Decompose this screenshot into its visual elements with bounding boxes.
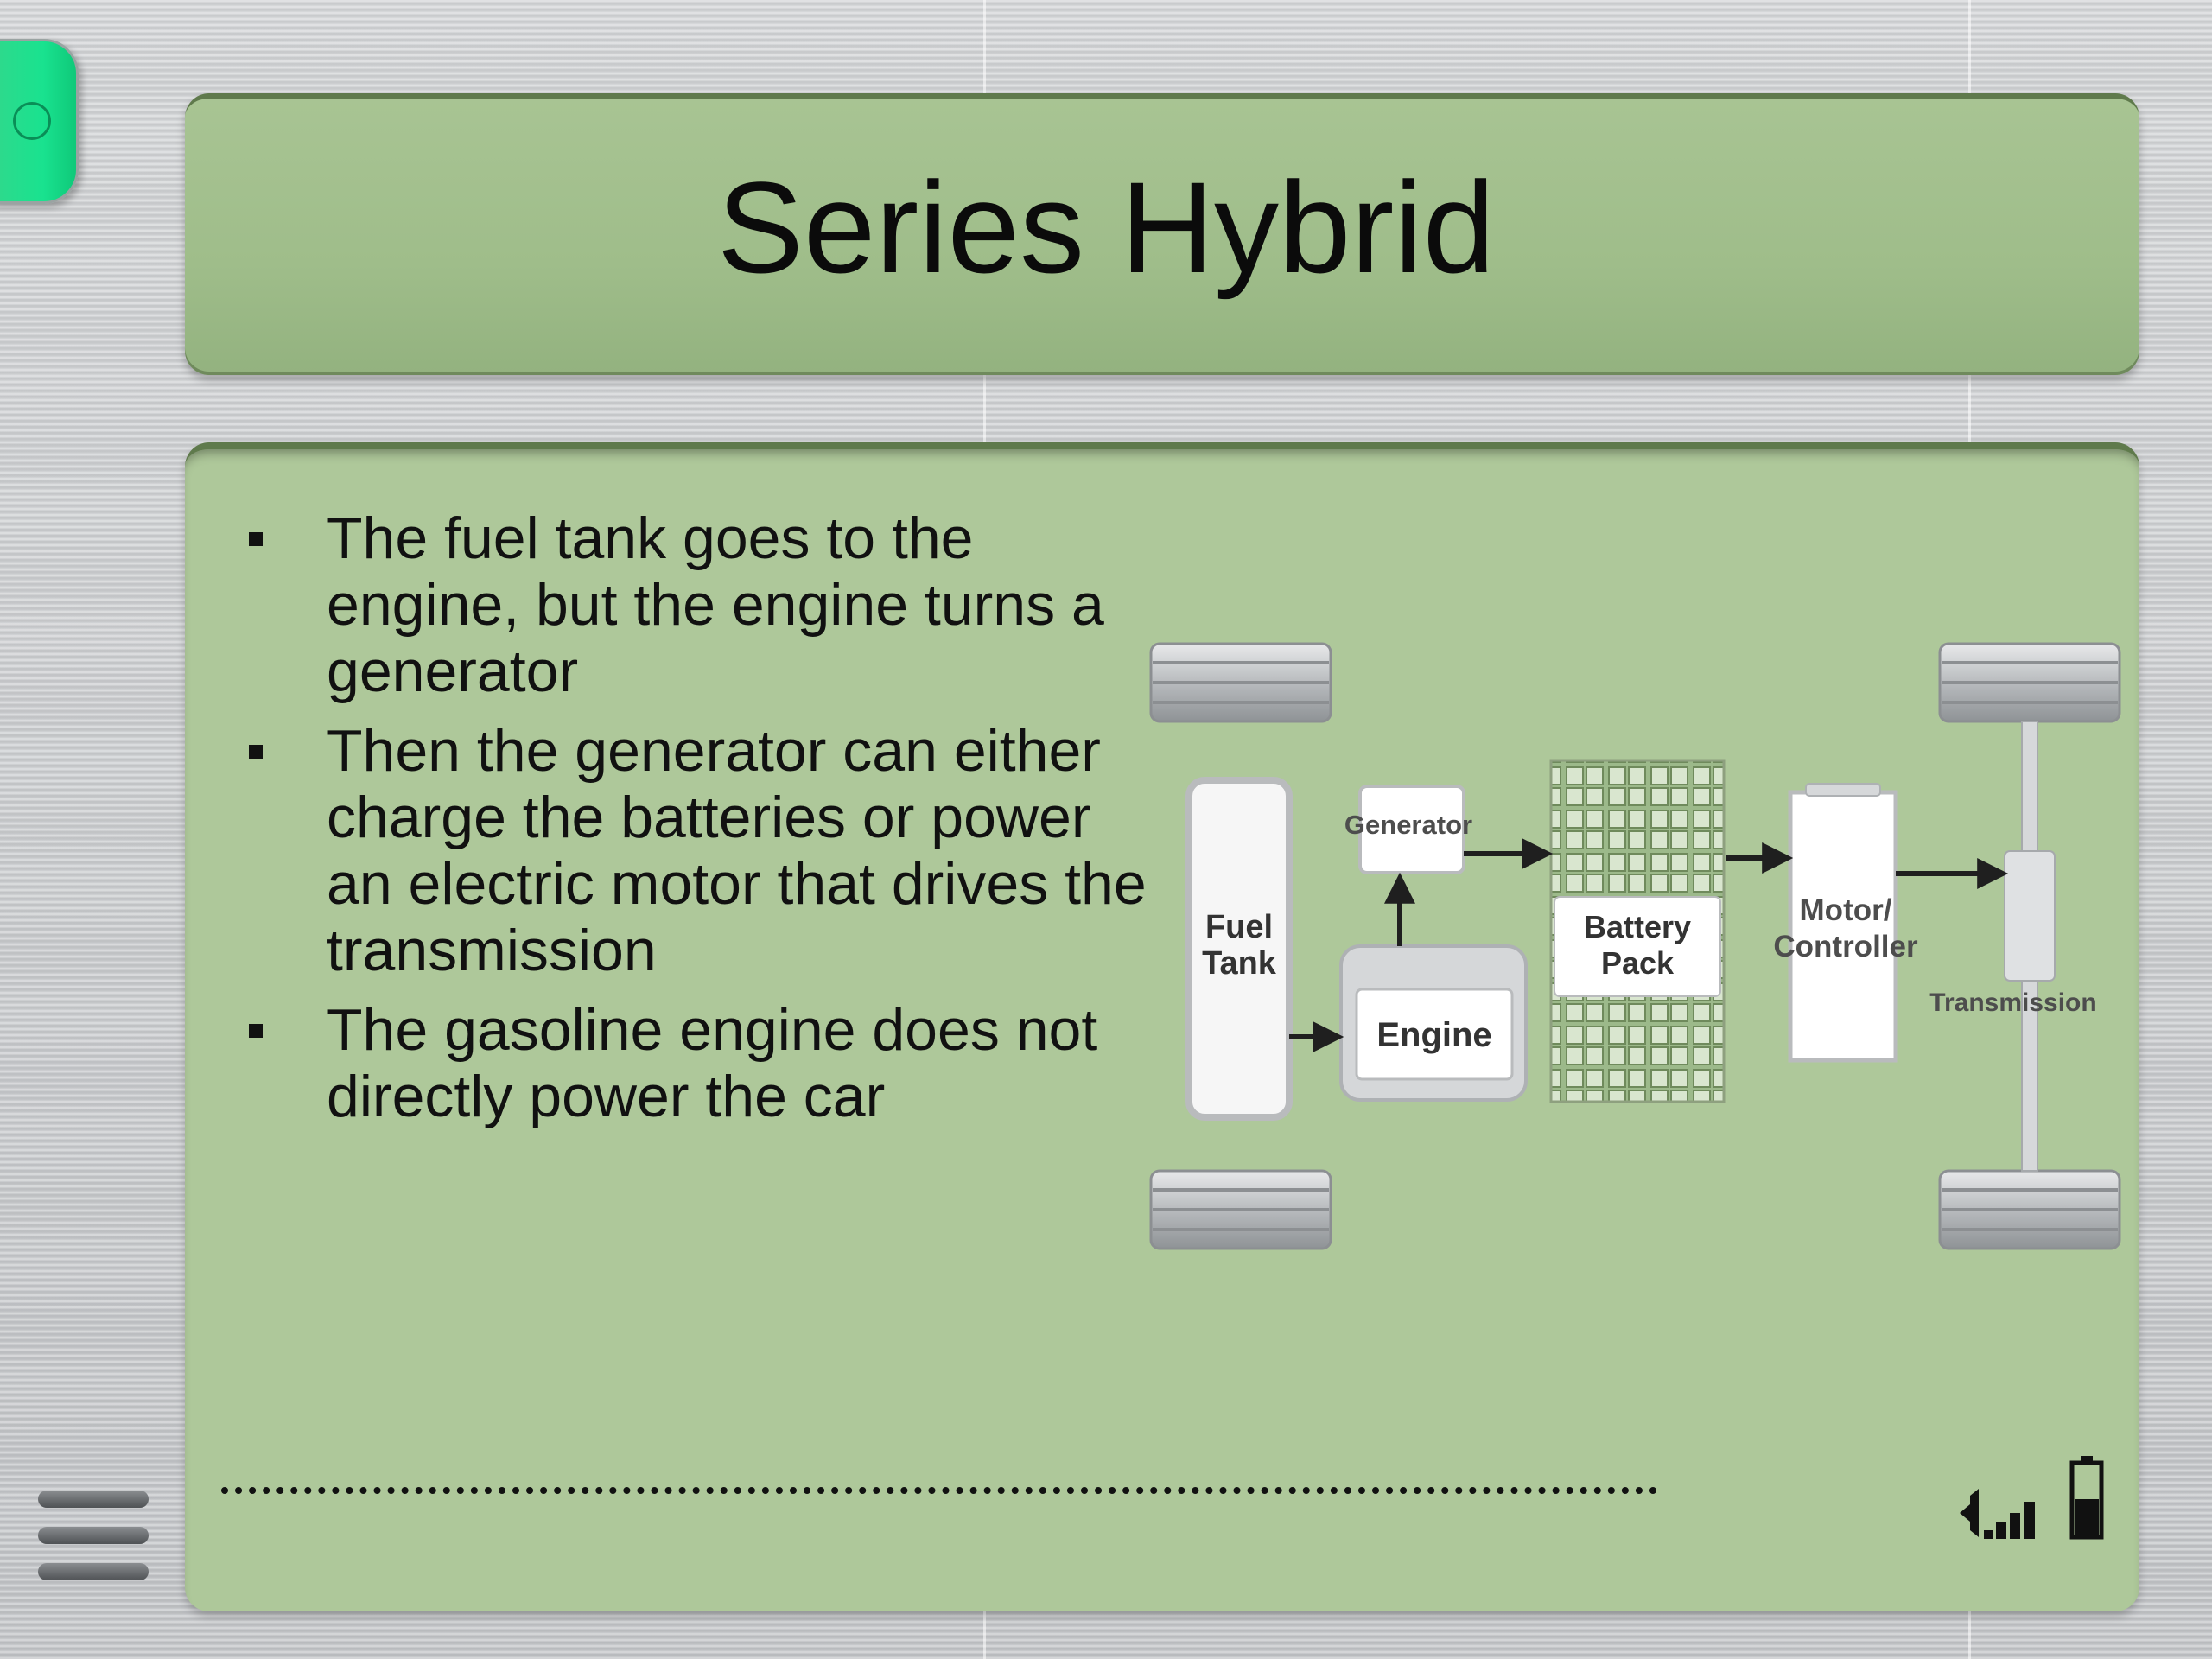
fuel-tank-box: Fuel Tank	[1185, 777, 1293, 1121]
bullet-item: The gasoline engine does not directly po…	[242, 997, 1149, 1130]
engine-label: Engine	[1376, 1016, 1491, 1054]
fuel-tank-label: Fuel	[1205, 909, 1273, 945]
ring-icon	[13, 102, 51, 140]
tire-front-left	[1149, 642, 1332, 723]
tire-rear-right	[1938, 1169, 2121, 1250]
motor-controller-label: Motor/	[1800, 893, 1892, 927]
engine-box: Engine	[1339, 944, 1528, 1102]
bullet-list: The fuel tank goes to the engine, but th…	[242, 505, 1149, 1143]
battery-pack-label: Battery	[1584, 909, 1691, 944]
bullet-square-icon	[249, 532, 263, 546]
green-tab-icon[interactable]	[0, 39, 79, 204]
bullet-square-icon	[249, 745, 263, 759]
tire-rear-left	[1149, 1169, 1332, 1250]
series-hybrid-diagram: Fuel Tank Engine Generator Battery Pack …	[1149, 642, 2121, 1250]
generator-label: Generator	[1344, 810, 1472, 840]
bullet-item: Then the generator can either charge the…	[242, 718, 1149, 984]
speaker-signal-battery-icon	[1960, 1456, 2104, 1540]
transmission-label: Transmission	[1929, 988, 2096, 1017]
bullet-text: The fuel tank goes to the engine, but th…	[327, 505, 1104, 704]
fuel-tank-label: Tank	[1202, 945, 1277, 982]
motor-controller-box: Motor/ Controller	[1773, 783, 1918, 1063]
bullet-text: The gasoline engine does not directly po…	[327, 997, 1098, 1129]
motor-controller-label: Controller	[1773, 930, 1918, 963]
tire-front-right	[1938, 642, 2121, 723]
menu-lines-icon[interactable]	[38, 1491, 149, 1587]
bullet-text: Then the generator can either charge the…	[327, 718, 1147, 983]
battery-pack-label: Pack	[1601, 945, 1675, 981]
bullet-square-icon	[249, 1024, 263, 1038]
slide-title: Series Hybrid	[716, 155, 1496, 300]
dotted-divider	[221, 1487, 1657, 1494]
speaker-icon	[1960, 1489, 1979, 1537]
bullet-item: The fuel tank goes to the engine, but th…	[242, 505, 1149, 705]
battery-pack-box: Battery Pack	[1549, 759, 1726, 1103]
drive-axle	[2004, 721, 2056, 1172]
generator-box: Generator	[1344, 785, 1472, 874]
title-panel	[185, 93, 2139, 375]
